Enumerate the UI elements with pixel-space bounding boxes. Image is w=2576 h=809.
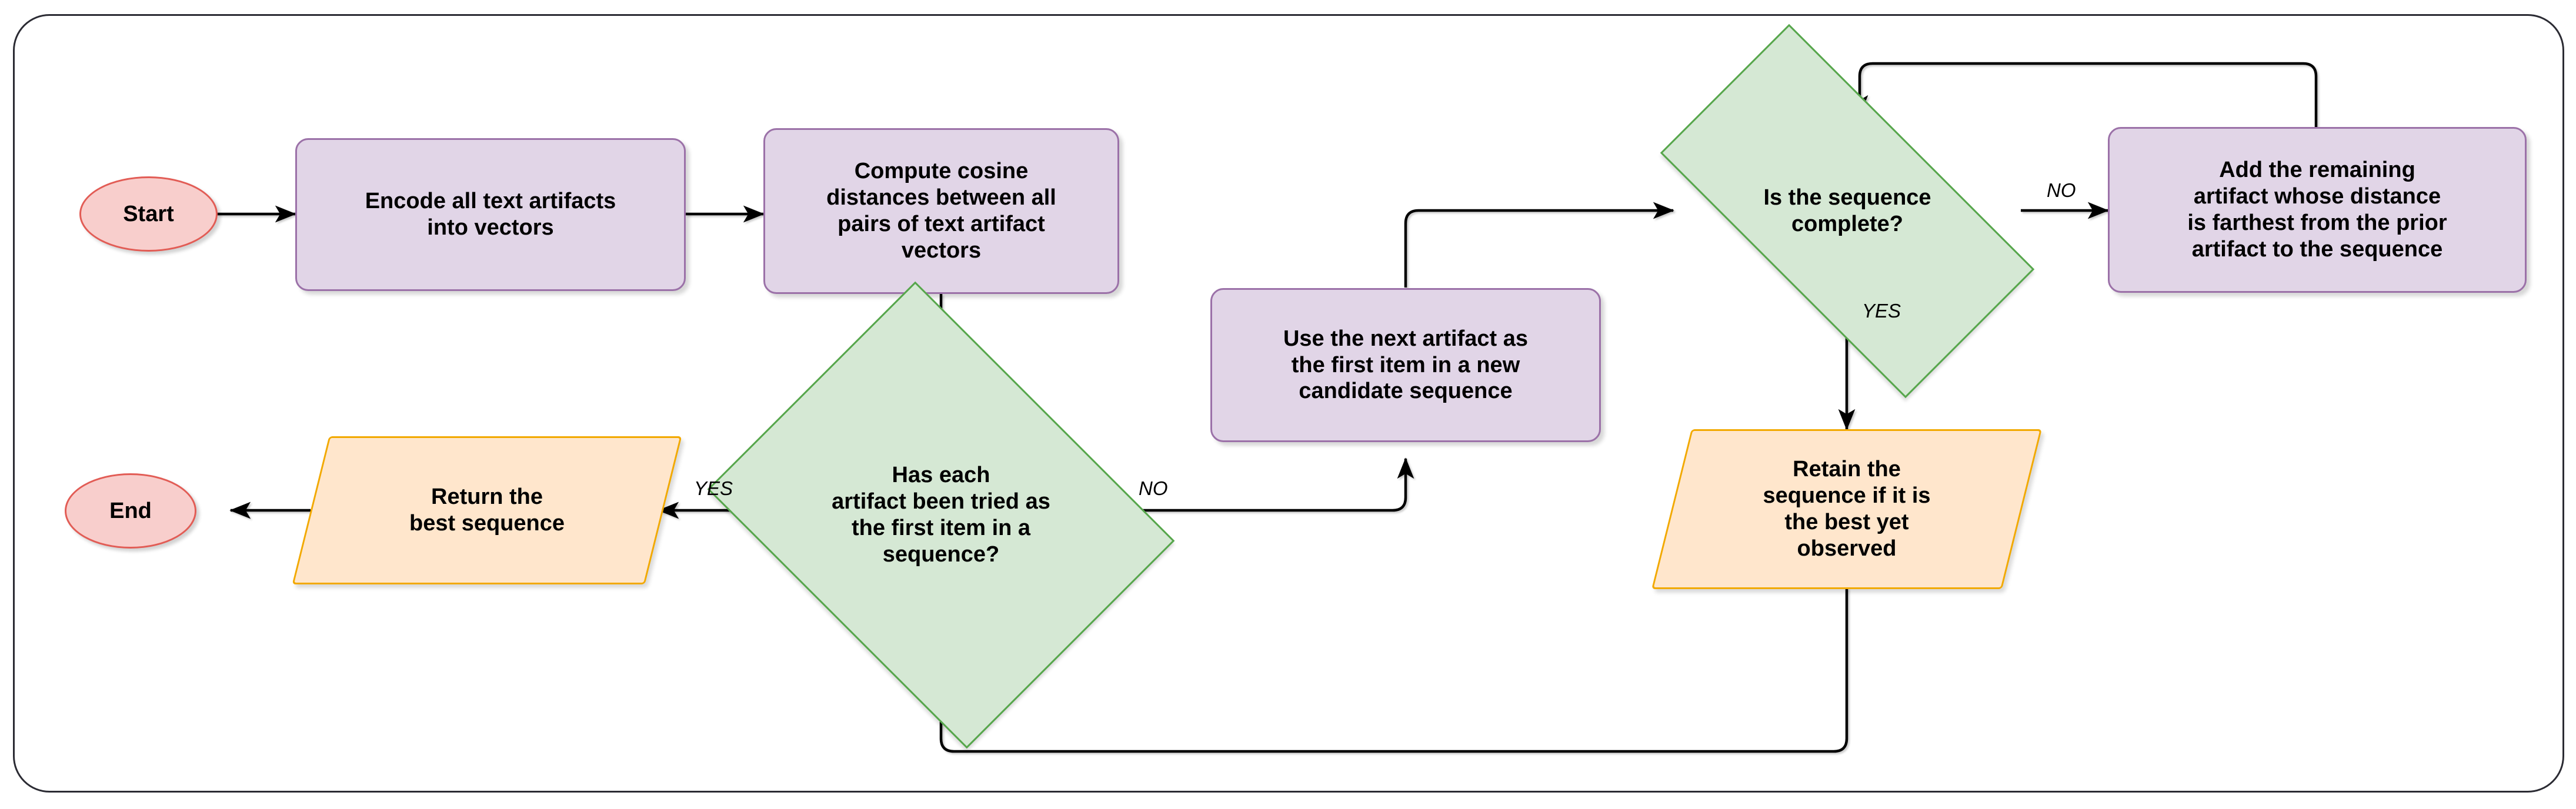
edge-label-complete-no: NO	[2047, 179, 2076, 201]
node-encode-artifacts-label: Encode all text artifacts into vectors	[365, 189, 616, 240]
node-start[interactable]: Start	[79, 176, 218, 252]
edge-label-complete-yes: YES	[1862, 300, 1901, 322]
node-end-label: End	[109, 498, 152, 523]
diagram-frame	[13, 14, 2564, 793]
node-add-farthest-artifact[interactable]: Add the remaining artifact whose distanc…	[2108, 127, 2527, 293]
node-add-farthest-artifact-label: Add the remaining artifact whose distanc…	[2187, 158, 2447, 262]
node-retain-best-sequence-label: Retain the sequence if it is the best ye…	[1763, 457, 1931, 561]
node-start-label: Start	[123, 201, 174, 226]
node-return-best-sequence[interactable]: Return the best sequence	[292, 436, 682, 584]
edge-retain-loop-to-tried	[932, 588, 1848, 753]
node-end[interactable]: End	[65, 473, 196, 549]
edge-label-tried-yes: YES	[694, 477, 733, 499]
edge-label-tried-no: NO	[1139, 477, 1168, 499]
edge-addfar-loop-to-complete	[1851, 62, 2318, 128]
node-is-sequence-complete[interactable]: Is the sequence complete?	[1660, 24, 2035, 399]
node-retain-best-sequence[interactable]: Retain the sequence if it is the best ye…	[1651, 429, 2042, 589]
node-has-each-artifact-been-tried[interactable]: Has each artifact been tried as the firs…	[707, 281, 1175, 749]
edge-tried-no-to-nextseed	[1125, 457, 1414, 512]
node-return-best-sequence-label: Return the best sequence	[409, 484, 565, 536]
node-encode-artifacts[interactable]: Encode all text artifacts into vectors	[295, 138, 686, 291]
node-compute-cosine-distances[interactable]: Compute cosine distances between all pai…	[763, 128, 1119, 294]
node-is-sequence-complete-label: Is the sequence complete?	[1763, 185, 1931, 236]
node-use-next-artifact[interactable]: Use the next artifact as the first item …	[1210, 288, 1601, 442]
node-has-each-artifact-been-tried-label: Has each artifact been tried as the firs…	[832, 463, 1050, 567]
edge-nextseed-to-complete	[1404, 202, 1674, 288]
node-use-next-artifact-label: Use the next artifact as the first item …	[1283, 326, 1529, 404]
node-compute-cosine-distances-label: Compute cosine distances between all pai…	[826, 159, 1056, 263]
